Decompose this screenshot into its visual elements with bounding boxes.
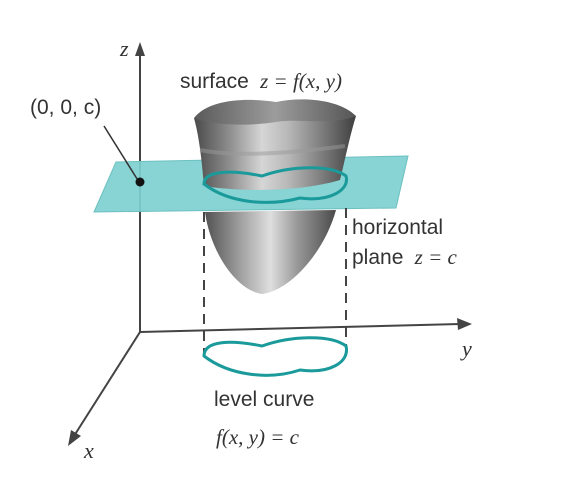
surface-label-prefix: surface — [180, 70, 249, 93]
point-marker — [135, 177, 145, 187]
plane-label-line1: horizontal — [352, 216, 443, 239]
y-axis — [139, 323, 461, 333]
surface-rim — [194, 99, 356, 125]
plane-label-prefix: plane — [352, 246, 403, 269]
y-axis-arrowhead — [457, 318, 472, 330]
surface-lower — [205, 210, 336, 294]
surface-shading-band — [199, 144, 346, 156]
level-curve-label: level curve — [214, 388, 314, 411]
x-axis-arrowhead — [68, 430, 81, 446]
level-curve — [202, 336, 348, 377]
z-axis-arrowhead — [135, 42, 145, 56]
plane-label-equation: z = c — [414, 245, 458, 269]
z-axis-label: z — [119, 36, 129, 61]
plane-label-line2: plane z = c — [352, 245, 457, 269]
x-axis-label: x — [83, 438, 94, 463]
intersection-curve — [202, 166, 348, 204]
point-leader-line — [103, 125, 140, 183]
surface-label: surface z = f(x, y) — [180, 69, 342, 93]
level-curve-equation: f(x, y) = c — [216, 425, 300, 449]
y-axis-label: y — [460, 336, 472, 361]
surface-label-equation: z = f(x, y) — [259, 69, 342, 93]
x-axis — [73, 331, 141, 437]
point-label: (0, 0, c) — [30, 96, 101, 119]
